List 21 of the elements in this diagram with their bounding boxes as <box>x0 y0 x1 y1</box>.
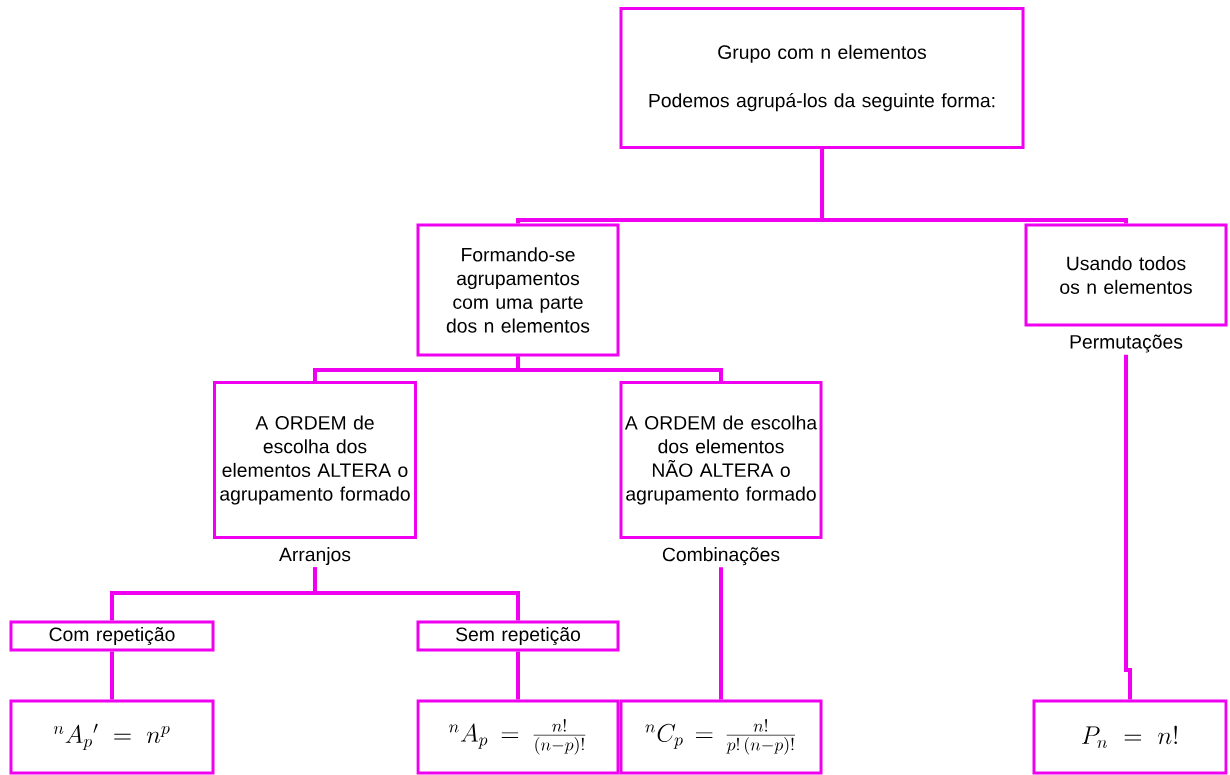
text-box: Usando todos os n elementos <box>1024 223 1228 327</box>
text-box: Sem repetição <box>416 620 620 652</box>
text-box: Grupo com n elementos Podemos agrupá-los da seguinte forma: <box>619 7 1025 149</box>
connector-line <box>313 567 521 621</box>
text-box: A ORDEM de escolha dos elementos NÃO ALTERA o agrupamento formado <box>619 381 823 539</box>
connector-line <box>1124 354 1133 700</box>
formula-box: ${}^{n}C_{p} = \frac{n!}{p!\,(n-p)!}$ <box>619 699 823 775</box>
connector-line <box>516 651 521 700</box>
connector-line <box>516 356 724 381</box>
category-label: Permutações <box>1070 334 1183 353</box>
text-box: A ORDEM de escolha dos elementos ALTERA o agrupamento formado <box>213 381 417 539</box>
connector-line <box>110 651 114 700</box>
connector-line <box>820 149 1129 224</box>
formula-box: $P_{n} = n!$ <box>1032 699 1228 775</box>
text-box: Com repetição <box>9 620 215 652</box>
formula-box: ${}^{n}A_{p}{}' = n^{p}$ <box>9 699 215 775</box>
text-box: Formando-se agrupamentos com uma parte dos n elementos <box>416 223 620 357</box>
connector-line <box>719 567 724 700</box>
category-label: Arranjos <box>279 547 351 566</box>
category-label: Combinações <box>662 547 780 566</box>
formula-box: ${}^{n}A_{p} = \frac{n!}{(n-p)!}$ <box>416 699 620 775</box>
